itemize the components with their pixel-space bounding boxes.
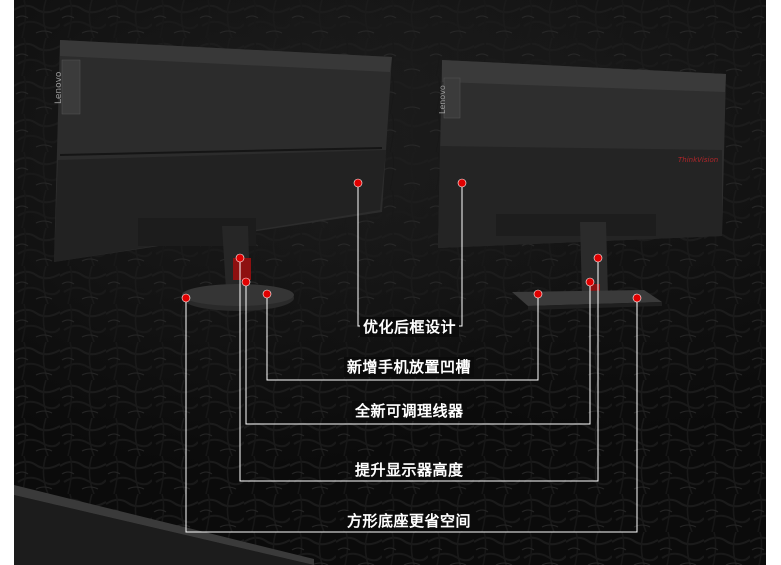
product-feature-banner: Lenovo Lenovo ThinkVision 优化后框设计 新增手机放置凹… [14, 0, 766, 565]
right-monitor [438, 60, 726, 310]
feature-markers [181, 178, 642, 303]
callout-back-design: 优化后框设计 [360, 317, 460, 337]
right-model-label: ThinkVision [678, 156, 719, 164]
callout-height: 提升显示器高度 [352, 460, 467, 480]
desk-edge [14, 485, 314, 565]
monitors-illustration [54, 40, 726, 533]
callout-leader-lines [185, 183, 638, 533]
callout-square-base: 方形底座更省空间 [344, 511, 475, 531]
left-monitor [54, 40, 392, 311]
callout-cable-management: 全新可调理线器 [352, 401, 467, 421]
left-brand-label: Lenovo [54, 71, 64, 104]
right-brand-label: Lenovo [438, 85, 447, 114]
callout-phone-slot: 新增手机放置凹槽 [344, 357, 475, 377]
